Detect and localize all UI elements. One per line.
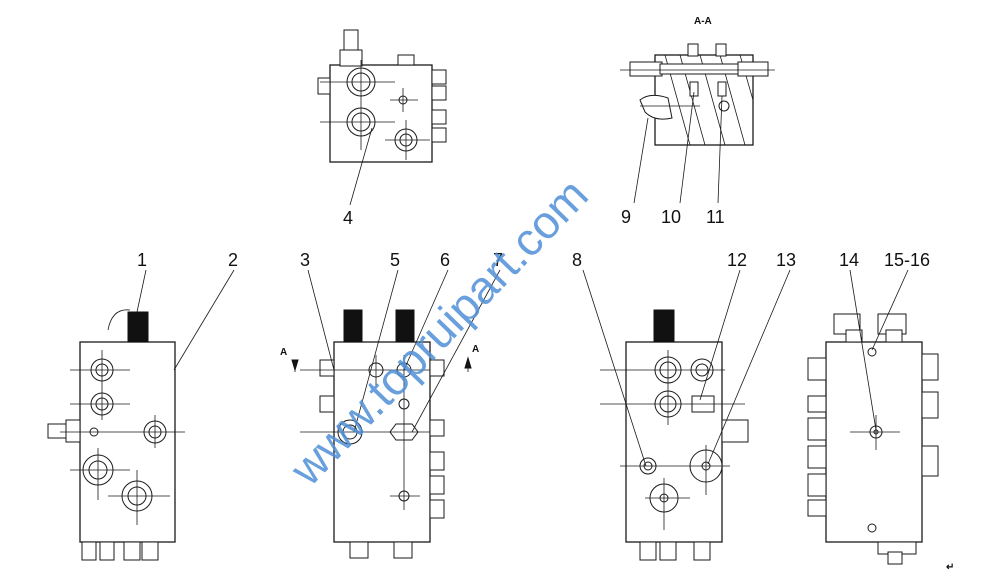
section-a-a: A-A 9 10 11 <box>620 16 775 227</box>
top-view: 4 <box>317 29 447 228</box>
watermark: www.topruipart.com <box>279 168 598 495</box>
side-view-right: 14 15-16 ↵ <box>807 250 954 573</box>
callout-5: 5 <box>390 250 400 270</box>
callout-3: 3 <box>300 250 310 270</box>
section-arrow-left: A <box>280 347 287 358</box>
callout-15-16: 15-16 <box>884 250 930 270</box>
rear-view: 8 12 13 <box>572 250 796 561</box>
callout-12: 12 <box>727 250 747 270</box>
front-view-center: A A 3 5 6 7 <box>280 250 503 559</box>
callout-10: 10 <box>661 207 681 227</box>
callout-9: 9 <box>621 207 631 227</box>
callout-4: 4 <box>343 208 353 228</box>
return-mark: ↵ <box>946 562 954 573</box>
callout-11: 11 <box>706 207 725 227</box>
callout-6: 6 <box>440 250 450 270</box>
front-view-left: 1 2 <box>47 250 238 561</box>
section-arrow-right: A <box>472 344 479 355</box>
callout-1: 1 <box>137 250 147 270</box>
callout-14: 14 <box>839 250 859 270</box>
callout-8: 8 <box>572 250 582 270</box>
section-label: A-A <box>694 16 712 27</box>
callout-13: 13 <box>776 250 796 270</box>
callout-2: 2 <box>228 250 238 270</box>
callout-7: 7 <box>493 250 503 270</box>
